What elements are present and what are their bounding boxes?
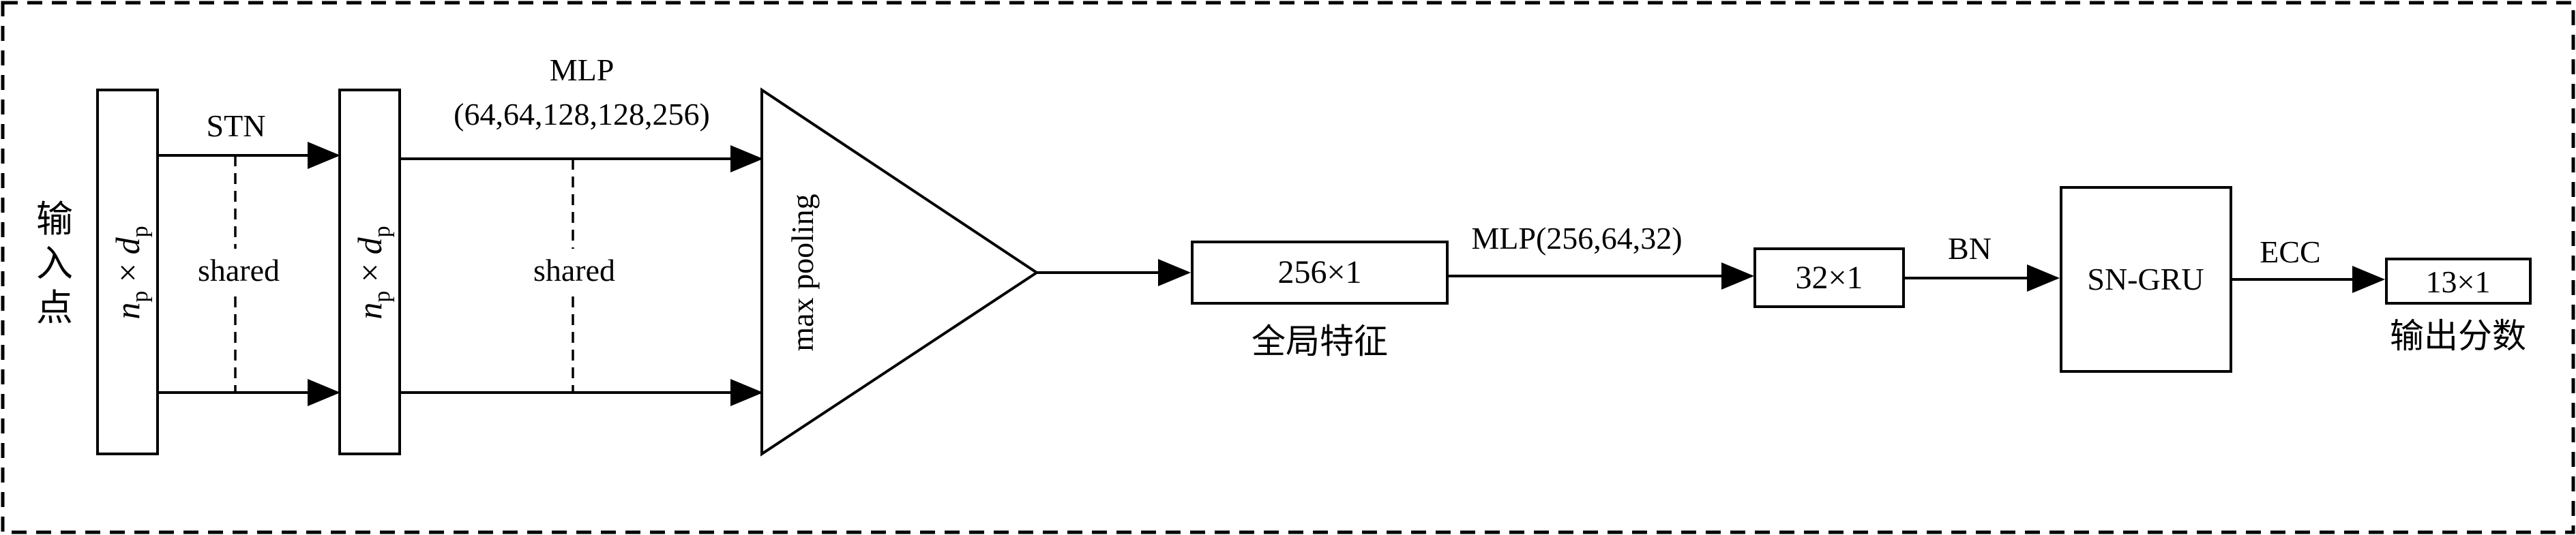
ecc-label: ECC xyxy=(2260,234,2320,269)
mlp1-params: (64,64,128,128,256) xyxy=(454,97,710,132)
sngru-box-label: SN-GRU xyxy=(2087,262,2204,296)
global-feature-box xyxy=(1191,241,1449,305)
input-char-1: 输 xyxy=(36,199,73,240)
output-caption: 输出分数 xyxy=(2390,316,2526,356)
input-box-1 xyxy=(96,89,159,455)
vec32-box-label: 32×1 xyxy=(1795,260,1863,296)
vec32-box xyxy=(1753,247,1905,308)
input-box-1-label: np × dp xyxy=(108,226,153,319)
mlp1-shared-label: shared xyxy=(533,253,615,288)
mlp1-title: MLP xyxy=(550,52,615,87)
mlp2-label: MLP(256,64,32) xyxy=(1471,221,1682,256)
global-feature-box-label: 256×1 xyxy=(1277,254,1361,290)
global-feature-caption: 全局特征 xyxy=(1252,322,1388,361)
output-box-label: 13×1 xyxy=(2426,264,2491,299)
input-char-2: 入 xyxy=(36,243,73,284)
sngru-box xyxy=(2060,186,2232,373)
output-box xyxy=(2385,258,2532,305)
input-points-label: 输 入 点 xyxy=(36,199,73,328)
stn-shared-label: shared xyxy=(198,253,280,288)
bn-label: BN xyxy=(1948,231,1992,266)
input-box-2-label: np × dp xyxy=(351,226,395,319)
max-pooling-label: max pooling xyxy=(785,194,820,351)
max-pooling-triangle xyxy=(760,87,1039,457)
input-box-2 xyxy=(338,89,401,455)
input-char-3: 点 xyxy=(36,288,73,328)
stn-label: STN xyxy=(207,108,266,143)
